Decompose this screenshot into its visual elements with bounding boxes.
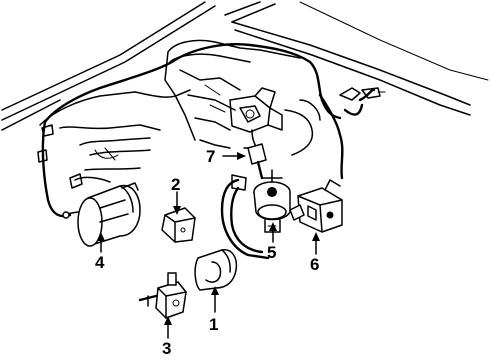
callout-1: 1 (209, 315, 218, 334)
part-6-servo (289, 179, 343, 233)
part-1-module (194, 249, 238, 291)
callout-arrows (97, 152, 320, 339)
vacuum-hose (41, 43, 386, 218)
hose-clips (37, 124, 83, 189)
callout-3: 3 (162, 339, 171, 358)
part-3-valve (138, 272, 187, 319)
part-5-actuator (220, 169, 291, 260)
callout-4: 4 (95, 253, 105, 272)
callout-2: 2 (171, 175, 180, 194)
callout-6: 6 (310, 255, 319, 274)
callout-5: 5 (267, 243, 276, 262)
engine-block (164, 39, 301, 149)
fender-panel (39, 89, 191, 183)
part-7-connector (243, 143, 267, 180)
part-4-canister (62, 182, 141, 247)
callout-7: 7 (206, 147, 215, 166)
part-2-bracket (161, 207, 196, 243)
hood-outline (1, 1, 489, 131)
